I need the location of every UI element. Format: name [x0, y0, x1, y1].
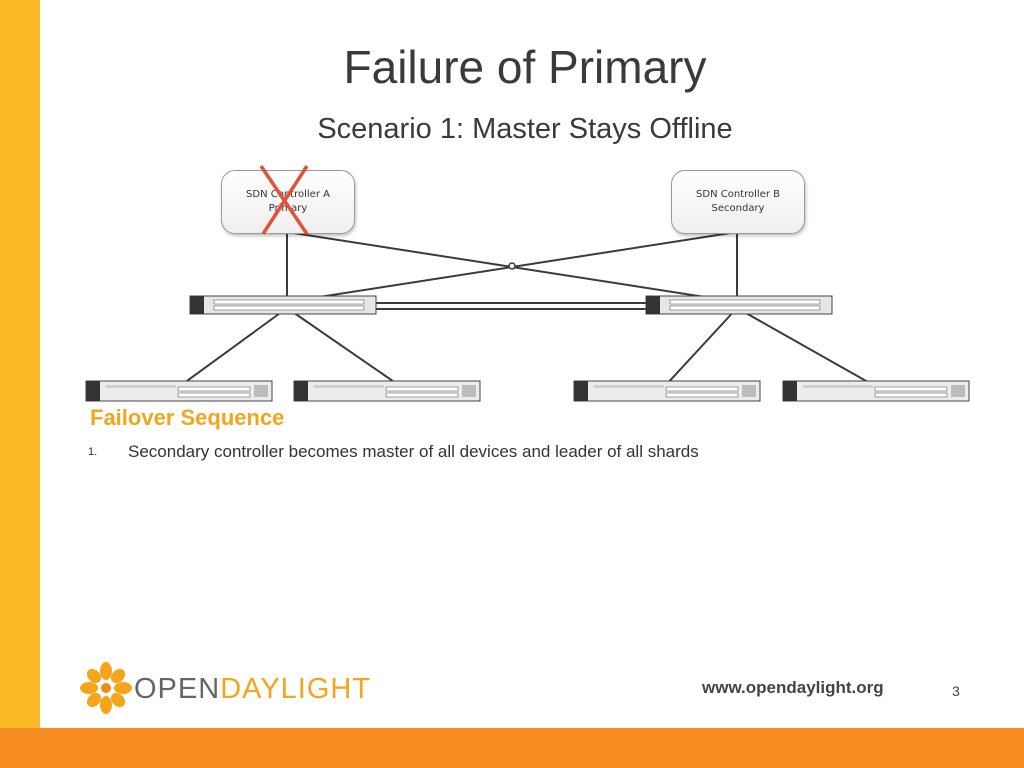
link-crossing-point [508, 262, 516, 270]
failure-x-icon [259, 165, 309, 235]
step-text: Secondary controller becomes master of a… [128, 442, 699, 461]
edge-switch-1 [85, 380, 273, 402]
bottom-accent-bar [0, 728, 1024, 768]
logo-wordmark: OPENDAYLIGHT [134, 673, 372, 705]
slide-title: Failure of Primary [343, 41, 707, 93]
edge-switch-3 [573, 380, 761, 402]
slide-subtitle: Scenario 1: Master Stays Offline [317, 113, 733, 145]
controller-b-box: SDN Controller B Secondary [671, 170, 805, 234]
core-switch-1 [189, 295, 377, 315]
network-diagram [85, 231, 970, 402]
footer-url: www.opendaylight.org [702, 678, 884, 697]
link-core2-edge4 [736, 307, 876, 387]
opendaylight-logo-icon [80, 662, 132, 714]
controller-b-name: SDN Controller B [696, 189, 780, 200]
failover-heading: Failover Sequence [90, 405, 285, 430]
edge-switch-4 [782, 380, 970, 402]
step-number: 1. [88, 446, 98, 458]
controller-b-role: Secondary [711, 203, 765, 214]
page-number: 3 [952, 683, 960, 699]
left-accent-bar [0, 0, 40, 728]
core-switch-2 [645, 295, 833, 315]
link-core1-edge1 [179, 307, 288, 387]
link-core1-edge2 [286, 307, 401, 387]
link-core2-edge3 [664, 307, 738, 387]
edge-switch-2 [293, 380, 481, 402]
